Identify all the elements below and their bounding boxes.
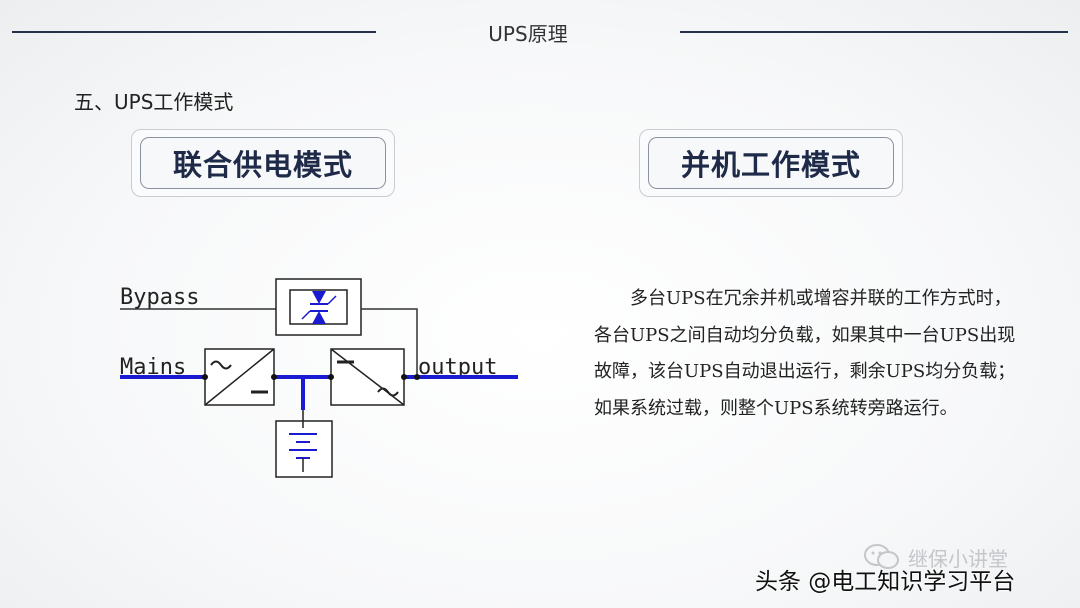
description-text: 多台UPS在冗余并机或增容并联的工作方式时，各台UPS之间自动均分负载，如果其中… xyxy=(594,288,1016,419)
watermark-text: 继保小讲堂 xyxy=(908,546,1008,571)
rectifier-icon xyxy=(204,348,275,406)
bypass-output-line xyxy=(361,308,418,377)
mode-label-combined-supply: 联合供电模式 xyxy=(140,137,386,189)
thyristor-icon xyxy=(289,289,348,325)
header-divider-left xyxy=(12,31,376,33)
ups-circuit-diagram: Bypass Mains output xyxy=(120,278,518,478)
wechat-icon xyxy=(864,544,899,569)
junction-dot xyxy=(414,374,420,380)
header-divider-right xyxy=(680,31,1068,33)
watermark: 继保小讲堂 xyxy=(862,542,1008,572)
bypass-label: Bypass xyxy=(120,285,199,310)
footer-credit: 头条 @电工知识学习平台 xyxy=(755,569,1016,595)
static-switch-box xyxy=(275,278,362,336)
page-title: UPS原理 xyxy=(488,22,568,46)
mode-label-parallel: 并机工作模式 xyxy=(648,137,894,189)
mode-box-combined-supply: 联合供电模式 xyxy=(131,129,395,197)
battery-icon xyxy=(275,410,333,478)
parallel-mode-description: 多台UPS在冗余并机或增容并联的工作方式时，各台UPS之间自动均分负载，如果其中… xyxy=(594,281,1024,427)
junction-dot xyxy=(202,374,208,380)
section-title: 五、UPS工作模式 xyxy=(74,90,234,114)
mode-box-parallel: 并机工作模式 xyxy=(639,129,903,197)
junction-dot xyxy=(271,374,277,380)
junction-dot xyxy=(328,374,334,380)
inverter-icon xyxy=(330,348,405,406)
junction-dot xyxy=(401,374,407,380)
